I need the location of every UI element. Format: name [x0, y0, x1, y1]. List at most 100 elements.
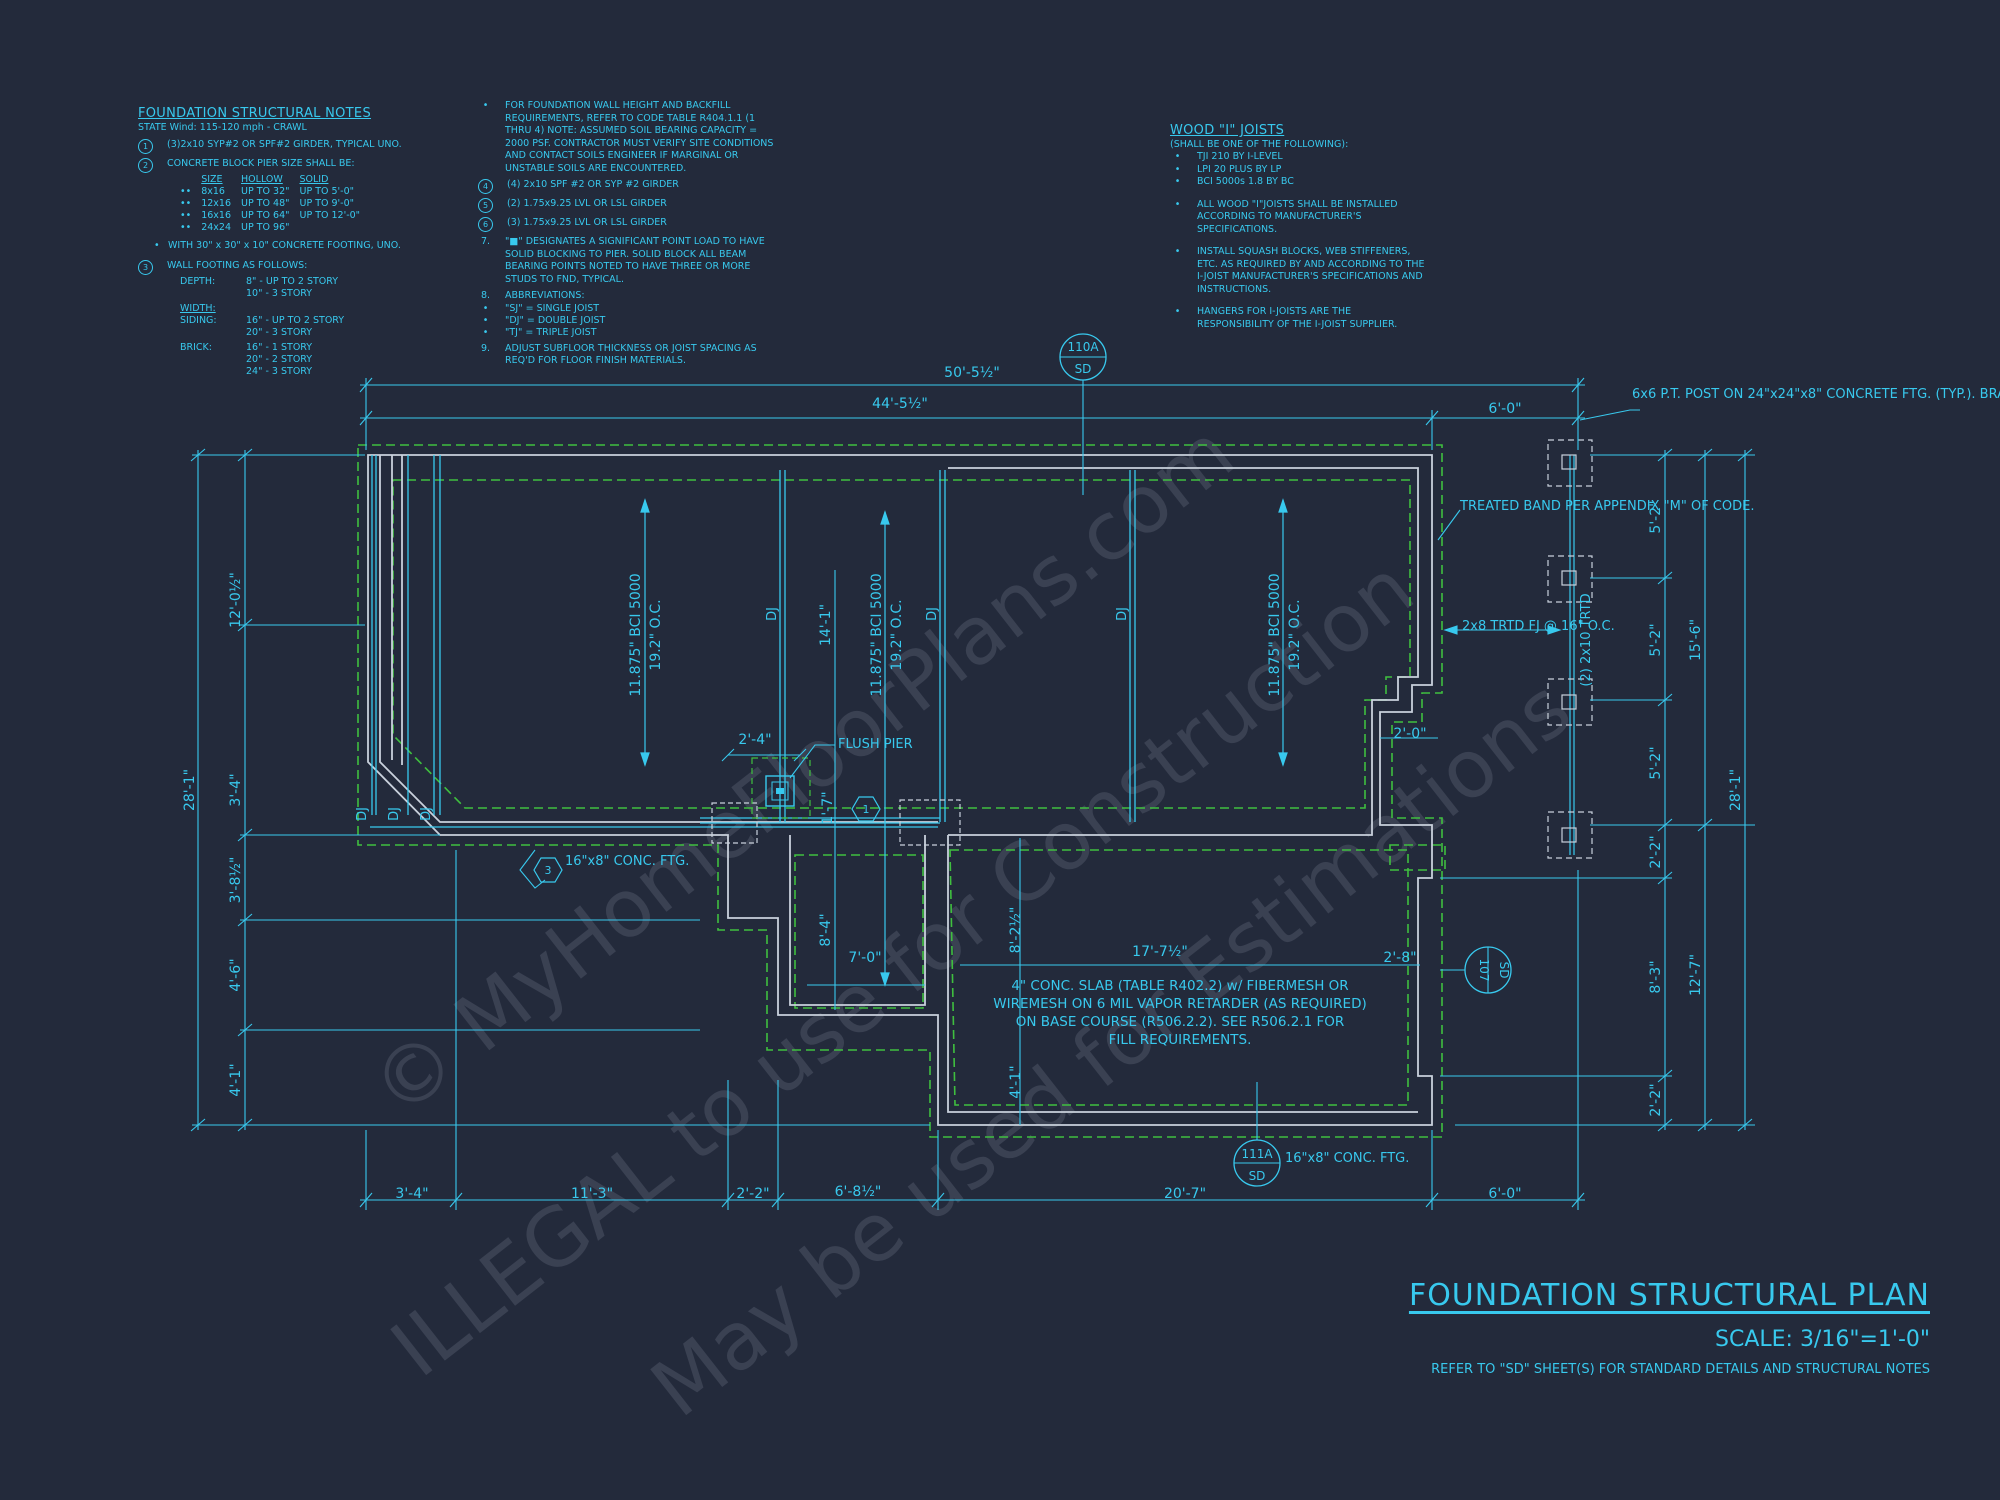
foundation-walls	[367, 454, 1433, 1126]
svg-text:DJ: DJ	[355, 807, 370, 821]
svg-text:DJ: DJ	[1115, 607, 1130, 621]
svg-text:20'-7": 20'-7"	[1164, 1186, 1206, 1202]
note-3-text: WALL FOOTING AS FOLLOWS:	[167, 260, 308, 271]
dimension-text: 50'-5½" 44'-5½" 6'-0" 3'-4" 11'-3" 2'-2"…	[182, 365, 1744, 1202]
svg-text:DJ: DJ	[419, 807, 434, 821]
joist-labels: 11.875" BCI 5000 19.2" O.C. 11.875" BCI …	[628, 573, 1303, 696]
section-110a-sheet: SD	[1075, 362, 1092, 376]
svg-text:6'-8½": 6'-8½"	[835, 1184, 882, 1200]
svg-text:4'-1": 4'-1"	[1008, 1065, 1024, 1098]
section-marker-107[interactable]: 107 SD	[1440, 946, 1512, 994]
note-5: 5 (2) 1.75x9.25 LVL OR LSL GIRDER	[478, 198, 778, 213]
i-joist-title: WOOD "I" JOISTS	[1170, 123, 1285, 138]
slab-note: 4" CONC. SLAB (TABLE R402.2) w/ FIBERMES…	[993, 978, 1366, 1048]
svg-text:11.875" BCI 5000: 11.875" BCI 5000	[628, 573, 644, 696]
footing-callout-hex	[533, 857, 563, 883]
svg-text:5'-2": 5'-2"	[1648, 746, 1664, 779]
post-callout: 6x6 P.T. POST ON 24"x24"x8" CONCRETE FTG…	[1632, 387, 2000, 402]
general-notes: • FOR FOUNDATION WALL HEIGHT AND BACKFIL…	[478, 100, 778, 372]
footing-outline	[357, 444, 1446, 1138]
svg-text:1'-7": 1'-7"	[820, 791, 836, 824]
girder-callout-hex	[851, 796, 881, 822]
svg-text:4'-1": 4'-1"	[228, 1063, 244, 1096]
note-3: 3 WALL FOOTING AS FOLLOWS:	[138, 260, 468, 275]
pier-girder-left	[711, 802, 758, 844]
svg-text:8'-3": 8'-3"	[1648, 960, 1664, 993]
girder-callout-num: 1	[863, 803, 870, 816]
svg-text:2'-2": 2'-2"	[736, 1186, 769, 1202]
note-2-num: 2	[138, 158, 153, 173]
flush-pier-label: FLUSH PIER	[838, 737, 913, 752]
band-callout: TREATED BAND PER APPENDIX "M" OF CODE.	[1459, 499, 1754, 514]
svg-text:8'-4": 8'-4"	[818, 913, 834, 946]
dim-top-porch: 6'-0"	[1488, 401, 1521, 417]
drawing-title: FOUNDATION STRUCTURAL PLAN	[1408, 1278, 1930, 1313]
callout-leaders	[519, 409, 1640, 889]
svg-text:2'-8": 2'-8"	[1383, 950, 1416, 966]
svg-text:11'-3": 11'-3"	[571, 1186, 613, 1202]
note-1: 1 (3)2x10 SYP#2 OR SPF#2 GIRDER, TYPICAL…	[138, 139, 468, 154]
section-111a-id: 111A	[1241, 1147, 1273, 1161]
svg-text:28'-1": 28'-1"	[1728, 769, 1744, 811]
note-intro: • FOR FOUNDATION WALL HEIGHT AND BACKFIL…	[482, 100, 774, 174]
svg-text:8'-2½": 8'-2½"	[1008, 907, 1024, 954]
svg-text:14'-1": 14'-1"	[818, 604, 834, 646]
svg-text:2'-0": 2'-0"	[1393, 726, 1426, 742]
svg-text:12'-7": 12'-7"	[1688, 954, 1704, 996]
joist-span-arrows	[640, 498, 1288, 987]
section-107-id: 107	[1477, 959, 1491, 982]
svg-text:11.875" BCI 5000: 11.875" BCI 5000	[1267, 573, 1283, 696]
svg-text:28'-1": 28'-1"	[182, 769, 198, 811]
note-7: 7. "■" DESIGNATES A SIGNIFICANT POINT LO…	[480, 236, 765, 285]
footing-callout-num: 3	[545, 864, 552, 877]
svg-text:19.2" O.C.: 19.2" O.C.	[889, 599, 905, 670]
dim-top-main: 44'-5½"	[872, 396, 928, 412]
abbreviations-list: •"SJ" = SINGLE JOIST •"DJ" = DOUBLE JOIS…	[482, 302, 606, 338]
svg-text:6'-0": 6'-0"	[1488, 1186, 1521, 1202]
svg-text:DJ: DJ	[387, 807, 402, 821]
section-107-sheet: SD	[1497, 962, 1511, 979]
dim-top-overall: 50'-5½"	[944, 365, 1000, 381]
section-110a-id: 110A	[1067, 340, 1099, 354]
footing-callout-bottom: 16"x8" CONC. FTG.	[1285, 1151, 1409, 1166]
note-1-num: 1	[138, 139, 153, 154]
note-6: 6 (3) 1.75x9.25 LVL OR LSL GIRDER	[478, 217, 778, 232]
svg-text:2'-2": 2'-2"	[1648, 835, 1664, 868]
svg-text:15'-6": 15'-6"	[1688, 619, 1704, 661]
slab-note-line-3: ON BASE COURSE (R506.2.2). SEE R506.2.1 …	[1016, 1014, 1345, 1030]
svg-text:5'-2": 5'-2"	[1648, 623, 1664, 656]
foundation-notes-title: FOUNDATION STRUCTURAL NOTES	[138, 106, 371, 121]
flush-pier	[765, 775, 795, 807]
svg-text:2'-4": 2'-4"	[738, 732, 771, 748]
svg-text:11.875" BCI 5000: 11.875" BCI 5000	[869, 573, 885, 696]
svg-text:17'-7½": 17'-7½"	[1132, 944, 1188, 960]
svg-text:4'-6": 4'-6"	[228, 958, 244, 991]
slab-note-line-4: FILL REQUIREMENTS.	[1109, 1032, 1252, 1048]
svg-text:5'-2": 5'-2"	[1648, 500, 1664, 533]
slab-note-line-2: WIREMESH ON 6 MIL VAPOR RETARDER (AS REQ…	[993, 996, 1366, 1012]
svg-text:19.2" O.C.: 19.2" O.C.	[1287, 599, 1303, 670]
foundation-notes: FOUNDATION STRUCTURAL NOTES STATE Wind: …	[138, 106, 468, 378]
refer-note: REFER TO "SD" SHEET(S) FOR STANDARD DETA…	[1431, 1362, 1930, 1377]
note-4: 4 (4) 2x10 SPF #2 OR SYP #2 GIRDER	[478, 179, 778, 194]
svg-text:DJ: DJ	[765, 607, 780, 621]
note-2: 2 CONCRETE BLOCK PIER SIZE SHALL BE:	[138, 158, 468, 173]
trtd-girder-callout: (2) 2x10 TRTD	[1579, 593, 1594, 686]
drawing-scale: SCALE: 3/16"=1'-0"	[1715, 1327, 1930, 1352]
section-marker-110a[interactable]: 110A SD	[1059, 333, 1107, 495]
piers	[711, 757, 961, 846]
svg-text:19.2" O.C.: 19.2" O.C.	[648, 599, 664, 670]
section-marker-111a[interactable]: 111A SD	[1233, 1082, 1281, 1187]
note-1-text: (3)2x10 SYP#2 OR SPF#2 GIRDER, TYPICAL U…	[167, 139, 402, 150]
pier-girder-right	[899, 799, 961, 846]
svg-text:7'-0": 7'-0"	[848, 950, 881, 966]
section-111a-sheet: SD	[1249, 1169, 1266, 1183]
svg-text:3'-4": 3'-4"	[395, 1186, 428, 1202]
note-8: 8. ABBREVIATIONS:	[480, 290, 585, 301]
slab-note-line-1: 4" CONC. SLAB (TABLE R402.2) w/ FIBERMES…	[1011, 978, 1348, 994]
pier-footing-note: •WITH 30" x 30" x 10" CONCRETE FOOTING, …	[154, 240, 401, 251]
joist-lines	[370, 455, 1136, 828]
foundation-notes-subtitle: STATE Wind: 115-120 mph - CRAWL	[138, 122, 307, 133]
